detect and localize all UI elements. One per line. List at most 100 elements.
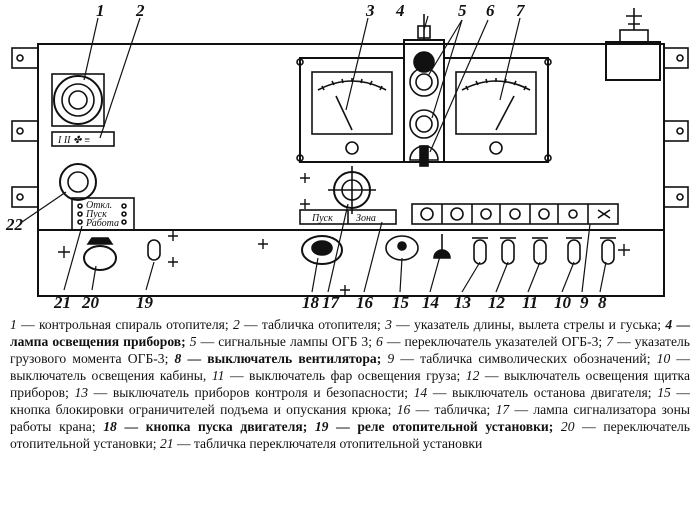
callout-4: 4 bbox=[395, 1, 405, 20]
callout-7: 7 bbox=[516, 1, 526, 20]
caption-item-number: 14 bbox=[413, 385, 428, 400]
plate-heater-work: Работа bbox=[85, 218, 119, 229]
caption-item-number: 15 bbox=[657, 385, 671, 400]
caption-item-15: 15 — кнопка блокировки ограничителей под… bbox=[10, 385, 690, 417]
callout-11: 11 bbox=[522, 293, 538, 312]
caption-item-12: 12 — выключатель освещения щитка приборо… bbox=[10, 368, 690, 400]
caption-item-16: 16 — табличка; bbox=[397, 402, 496, 417]
center-column bbox=[403, 14, 445, 167]
caption-item-10: 10 — выключатель освещения кабины, bbox=[10, 351, 690, 383]
callout-21: 21 bbox=[53, 293, 71, 312]
relay-small bbox=[147, 239, 161, 261]
boom-length-gauge bbox=[296, 57, 405, 163]
caption-item-text: — выключатель приборов контроля и безопа… bbox=[88, 385, 414, 400]
caption-item-6: 6 — переключатель указателей ОГБ-3; bbox=[376, 334, 606, 349]
caption-item-text: — переключатель указателей ОГБ-3; bbox=[382, 334, 607, 349]
callout-14: 14 bbox=[422, 293, 439, 312]
caption-item-number: 3 bbox=[385, 317, 392, 332]
callout-8: 8 bbox=[598, 293, 607, 312]
caption-item-number: 2 bbox=[232, 317, 240, 332]
caption-item-text: — указатель длины, вылета стрелы и гуськ… bbox=[391, 317, 666, 332]
caption-item-text: — выключатель освещения кабины, bbox=[10, 351, 690, 383]
callout-10: 10 bbox=[554, 293, 572, 312]
connector-block bbox=[605, 8, 661, 81]
symbol-plate bbox=[411, 203, 619, 225]
caption-item-11: 11 — выключатель фар освещения груза; bbox=[212, 368, 466, 383]
caption-item-number: 20 bbox=[560, 419, 575, 434]
heater-spiral bbox=[51, 73, 105, 127]
caption-item-number: 8 bbox=[174, 351, 182, 366]
block-button bbox=[385, 235, 419, 261]
leader-lines bbox=[21, 15, 607, 293]
start-zone-plate: Пуск Зона bbox=[299, 209, 397, 225]
caption-item-text: — табличка отопителя; bbox=[239, 317, 386, 332]
caption-item-text: — выключатель фар освещения груза; bbox=[224, 368, 466, 383]
callout-20: 20 bbox=[81, 293, 100, 312]
caption-item-number: 9 bbox=[387, 351, 395, 366]
load-moment-gauge bbox=[443, 57, 552, 163]
caption-item-4: 4 — лампа освещения приборов; bbox=[10, 317, 690, 349]
callout-19: 19 bbox=[136, 293, 154, 312]
plate-start: Пуск bbox=[311, 213, 333, 224]
caption-item-text: — переключатель отопительной установки; bbox=[10, 419, 690, 451]
caption-item-number: 21 bbox=[159, 436, 174, 451]
caption-item-number: 12 bbox=[465, 368, 480, 383]
caption-item-number: 5 bbox=[189, 334, 197, 349]
caption-item-text: — реле отопительной установки; bbox=[328, 419, 561, 434]
caption-item-text: — лампа освещения приборов; bbox=[10, 317, 690, 349]
callout-15: 15 bbox=[392, 293, 410, 312]
callout-13: 13 bbox=[454, 293, 472, 312]
caption-item-text: — кнопка блокировки ограничителей подъем… bbox=[10, 385, 690, 417]
caption-item-number: 7 bbox=[606, 334, 614, 349]
caption-item-text: — табличка символических обозначений; bbox=[394, 351, 657, 366]
caption-item-number: 13 bbox=[74, 385, 89, 400]
figure-caption: 1 — контрольная спираль отопителя; 2 — т… bbox=[10, 316, 690, 452]
svg-text:I II ✤ ≡: I II ✤ ≡ bbox=[57, 135, 91, 146]
caption-item-text: — табличка; bbox=[410, 402, 496, 417]
caption-item-8: 8 — выключатель вентилятора; bbox=[175, 351, 388, 366]
callout-5: 5 bbox=[458, 1, 467, 20]
caption-item-text: — контрольная спираль отопителя; bbox=[16, 317, 233, 332]
caption-item-text: — выключатель вентилятора; bbox=[181, 351, 388, 366]
stop-switch bbox=[433, 234, 451, 259]
heater-plate: I II ✤ ≡ bbox=[51, 131, 115, 147]
panel-lower bbox=[37, 229, 665, 297]
callout-18: 18 bbox=[302, 293, 320, 312]
caption-item-number: 11 bbox=[211, 368, 225, 383]
caption-item-text: — выключатель освещения щитка приборов; bbox=[10, 368, 690, 400]
caption-item-19: 19 — реле отопительной установки; bbox=[315, 419, 561, 434]
caption-item-text: — кнопка пуска двигателя; bbox=[116, 419, 315, 434]
panel-screws bbox=[58, 173, 630, 295]
caption-item-number: 6 bbox=[376, 334, 383, 349]
callout-16: 16 bbox=[356, 293, 374, 312]
caption-item-9: 9 — табличка символических обозначений; bbox=[387, 351, 656, 366]
caption-item-text: — лампа сигнализатора зоны работы крана; bbox=[10, 402, 690, 434]
caption-item-21: 21 — табличка переключателя отопительной… bbox=[160, 436, 482, 451]
caption-item-18: 18 — кнопка пуска двигателя; bbox=[103, 419, 315, 434]
caption-item-number: 4 bbox=[665, 317, 673, 332]
caption-item-2: 2 — табличка отопителя; bbox=[233, 317, 385, 332]
plate-heater-start: Пуск bbox=[85, 209, 107, 220]
callout-12: 12 bbox=[488, 293, 506, 312]
instrument-panel-diagram: I II ✤ ≡ Откл. Пуск Работа bbox=[5, 1, 689, 312]
callout-2: 2 bbox=[135, 1, 145, 20]
callout-17: 17 bbox=[322, 293, 341, 312]
heater-switch-plate: Откл. Пуск Работа bbox=[71, 197, 135, 231]
callout-numbers: 1 2 3 4 5 6 7 22 21 20 19 18 17 16 15 14… bbox=[5, 1, 607, 312]
start-button bbox=[301, 235, 343, 265]
caption-item-text: — табличка переключателя отопительной ус… bbox=[173, 436, 483, 451]
callout-9: 9 bbox=[580, 293, 589, 312]
caption-item-17: 17 — лампа сигнализатора зоны работы кра… bbox=[10, 402, 690, 434]
plate-heater-off: Откл. bbox=[86, 200, 112, 211]
caption-item-text: — выключатель останова двигателя; bbox=[427, 385, 658, 400]
mounting-brackets bbox=[11, 47, 689, 208]
callout-3: 3 bbox=[365, 1, 375, 20]
caption-item-number: 19 bbox=[314, 419, 329, 434]
zone-lamp bbox=[328, 166, 376, 214]
caption-item-number: 10 bbox=[656, 351, 671, 366]
heater-relay bbox=[59, 163, 97, 201]
caption-item-14: 14 — выключатель останова двигателя; bbox=[414, 385, 658, 400]
callout-6: 6 bbox=[486, 1, 495, 20]
caption-item-number: 1 bbox=[10, 317, 17, 332]
callout-22: 22 bbox=[5, 215, 24, 234]
